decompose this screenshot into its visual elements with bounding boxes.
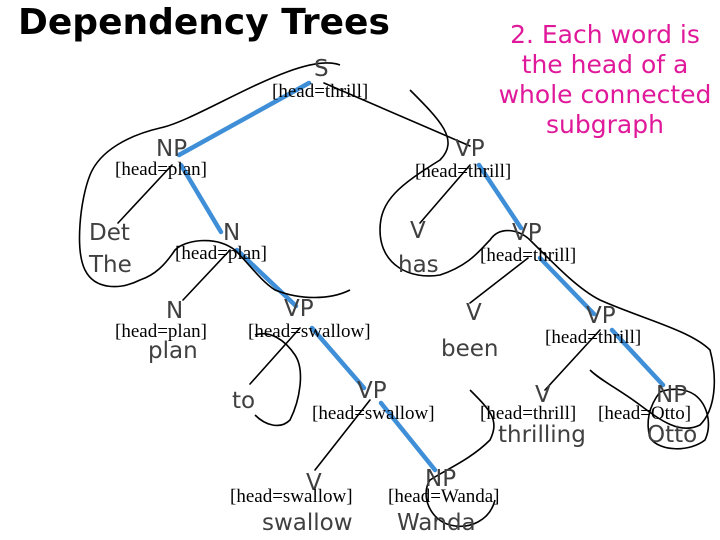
head-edge-vp-np3 xyxy=(378,400,438,473)
node-category: V xyxy=(466,300,482,326)
head-edge-vp-vp2 xyxy=(537,255,597,317)
node-category: S xyxy=(314,56,329,82)
note-line: the head of a xyxy=(521,50,689,79)
subgraph-outline-swallow xyxy=(425,389,496,527)
head-edge-n-vp xyxy=(234,247,299,309)
subgraph-outline-otto xyxy=(647,388,710,450)
node-head: [head=swallow] xyxy=(312,403,435,424)
node-head: [head=thrill] xyxy=(480,245,577,266)
edge-vp-v-swallow xyxy=(314,399,371,471)
edge-vp-to xyxy=(249,327,301,385)
node-word: thrilling xyxy=(498,422,586,448)
node-head: [head=Otto] xyxy=(598,403,692,424)
node-word: Otto xyxy=(647,422,698,448)
node-word: The xyxy=(89,252,132,278)
edge-np-det xyxy=(117,164,173,224)
node-head: [head=swallow] xyxy=(230,486,353,507)
node-category: VP xyxy=(512,220,542,246)
node-head: [head=Wanda] xyxy=(388,486,500,507)
node-category: N xyxy=(166,298,184,324)
node-category: VP xyxy=(357,378,387,404)
subgraph-outline-vp xyxy=(379,89,716,430)
note-line: subgraph xyxy=(546,110,664,139)
node-category: NP xyxy=(656,382,688,408)
node-category: VP xyxy=(586,303,616,329)
node-word: Wanda xyxy=(397,510,476,536)
node-word: swallow xyxy=(262,510,353,536)
node-word: to xyxy=(232,388,256,414)
note-line: 2. Each word is xyxy=(510,20,700,49)
subgraph-outline-np xyxy=(78,62,351,299)
node-category: Det xyxy=(89,220,130,246)
subgraph-outline-vp-inner xyxy=(254,333,302,427)
node-category: V xyxy=(410,218,426,244)
node-head: [head=thrill] xyxy=(272,81,369,102)
node-category: V xyxy=(306,470,322,496)
node-category: VP xyxy=(455,136,485,162)
node-word: plan xyxy=(148,338,198,364)
node-head: [head=plan] xyxy=(175,243,267,264)
head-edge-vp-vp xyxy=(476,162,524,231)
node-head: [head=thrill] xyxy=(415,161,512,182)
node-category: NP xyxy=(156,136,188,162)
node-category: N xyxy=(223,220,241,246)
node-head: [head=thrill] xyxy=(545,327,642,348)
slide-title: Dependency Trees xyxy=(18,2,390,43)
head-edge-vp-vp5 xyxy=(309,325,367,391)
note-text: 2. Each word is the head of a whole conn… xyxy=(490,20,720,140)
head-edge-vp-np xyxy=(609,327,666,388)
node-category: NP xyxy=(425,466,457,492)
node-head: [head=swallow] xyxy=(248,321,371,342)
node-head: [head=thrill] xyxy=(480,403,577,424)
edge-vp-v-thrilling xyxy=(544,329,601,391)
head-edge-np-n xyxy=(178,162,224,235)
note-line: whole connected xyxy=(498,80,712,109)
node-category: VP xyxy=(284,296,314,322)
node-category: V xyxy=(535,382,551,408)
node-word: has xyxy=(398,252,439,278)
edge-s-vp xyxy=(323,82,471,147)
node-head: [head=plan] xyxy=(115,321,207,342)
edge-n-n-plan xyxy=(182,249,231,301)
node-head: [head=plan] xyxy=(115,159,207,180)
edge-vp-v-been xyxy=(469,257,529,304)
node-word: been xyxy=(441,336,499,362)
edge-vp-v-has xyxy=(419,164,471,224)
head-edge-s-np xyxy=(176,80,312,158)
